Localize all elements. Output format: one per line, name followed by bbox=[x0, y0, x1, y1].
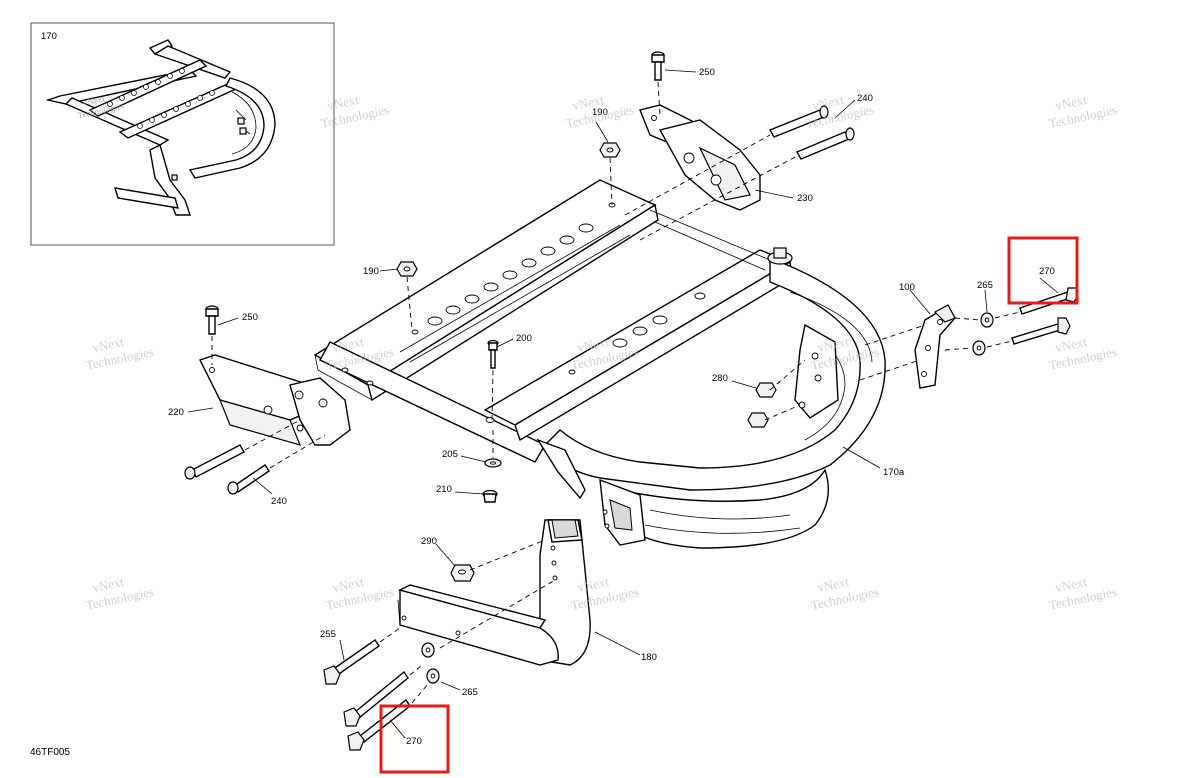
bracket-part-230 bbox=[639, 104, 761, 211]
watermark-line1: vNext bbox=[576, 334, 611, 355]
callout-280: 280 bbox=[712, 373, 728, 384]
callout-230: 230 bbox=[797, 193, 813, 204]
watermark-line1: vNext bbox=[91, 334, 126, 355]
bracket-part-100 bbox=[914, 304, 956, 389]
callout-270: 270 bbox=[1039, 266, 1055, 277]
watermark-line1: vNext bbox=[331, 334, 366, 355]
frame-holes-right bbox=[612, 292, 706, 348]
watermark-line1: vNext bbox=[571, 92, 606, 113]
watermark-line1: vNext bbox=[326, 92, 361, 113]
watermark-line1: vNext bbox=[576, 574, 611, 595]
callout-180: 180 bbox=[641, 652, 657, 663]
highlight-box-270-right bbox=[1007, 236, 1079, 305]
fasteners bbox=[184, 51, 1079, 751]
pins-240-left bbox=[184, 444, 270, 495]
watermark-line1: vNext bbox=[331, 574, 366, 595]
watermark-line1: vNext bbox=[1054, 92, 1089, 113]
bolt-200 bbox=[487, 339, 499, 369]
inset-assembly-drawing bbox=[45, 39, 276, 216]
callout-250: 250 bbox=[699, 67, 715, 78]
watermark-line1: vNext bbox=[82, 94, 106, 108]
bolt-250-left bbox=[205, 305, 219, 335]
callout-170a: 170a bbox=[883, 467, 905, 478]
callout-270: 270 bbox=[406, 736, 422, 747]
callout-labels: 250 240 190 230 190 250 220 200 240 205 … bbox=[168, 67, 1055, 747]
callout-290: 290 bbox=[421, 536, 437, 547]
inset-box: 170 bbox=[30, 22, 335, 246]
diagram-code: 46TF005 bbox=[30, 747, 70, 758]
callout-100: 100 bbox=[899, 282, 915, 293]
watermark-line1: vNext bbox=[811, 92, 846, 113]
watermark-line1: vNext bbox=[91, 574, 126, 595]
callout-265: 265 bbox=[462, 687, 478, 698]
part-210 bbox=[482, 489, 498, 503]
pins-240-top bbox=[768, 105, 855, 160]
watermark-line1: vNext bbox=[1054, 334, 1089, 355]
highlight-box-270-lower bbox=[379, 704, 450, 774]
leader-lines bbox=[187, 69, 1059, 739]
main-frame-170a bbox=[313, 179, 886, 549]
callout-255: 255 bbox=[320, 629, 336, 640]
callout-190: 190 bbox=[592, 107, 608, 118]
watermark-line1: vNext bbox=[816, 334, 851, 355]
nut-290 bbox=[450, 564, 475, 582]
watermark-line1: vNext bbox=[1054, 574, 1089, 595]
callout-200: 200 bbox=[516, 333, 532, 344]
callout-240: 240 bbox=[271, 496, 287, 507]
callout-205: 205 bbox=[442, 449, 458, 460]
callout-210: 210 bbox=[436, 484, 452, 495]
nut-190-mid bbox=[396, 261, 418, 277]
inset-label: 170 bbox=[41, 31, 57, 42]
callout-250: 250 bbox=[242, 312, 258, 323]
callout-240: 240 bbox=[857, 93, 873, 104]
watermark-line1: vNext bbox=[816, 574, 851, 595]
callout-265: 265 bbox=[977, 280, 993, 291]
bolt-255 bbox=[323, 639, 380, 685]
bracket-part-220 bbox=[199, 354, 351, 446]
bolt-250-top bbox=[651, 51, 665, 81]
step-part-180 bbox=[397, 519, 591, 666]
nuts-280 bbox=[747, 382, 777, 428]
frame-holes-left bbox=[427, 223, 594, 326]
assembly-lines bbox=[211, 81, 1021, 704]
bolts-270-right bbox=[1011, 287, 1079, 345]
callout-190: 190 bbox=[363, 266, 379, 277]
nut-190-top bbox=[599, 142, 621, 158]
bolts-270-lower bbox=[343, 670, 411, 751]
callout-220: 220 bbox=[168, 407, 184, 418]
